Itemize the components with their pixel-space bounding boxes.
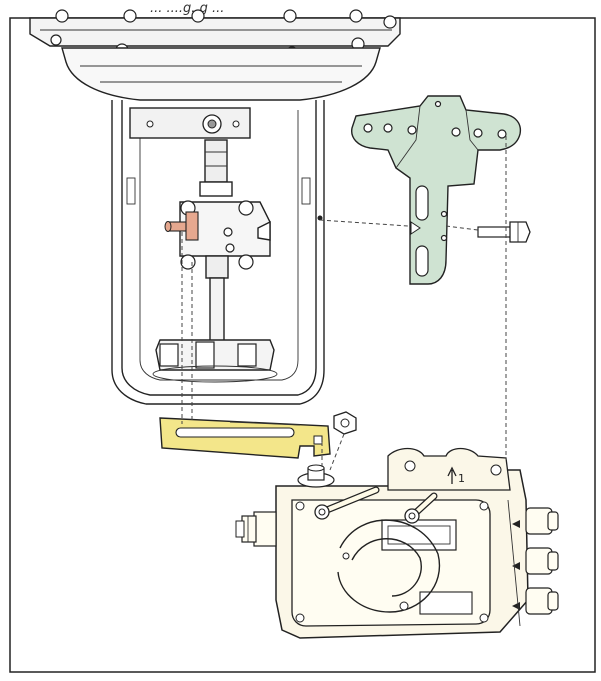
header-caption: ... ....g..g ... — [150, 1, 224, 16]
actuator-diaphragm-icon — [29, 9, 401, 405]
positioner-icon: 1 — [235, 447, 559, 639]
mounting-bracket-icon — [351, 95, 522, 285]
positioner-arrow-label: 1 — [458, 472, 465, 485]
alignment-guides — [181, 136, 507, 471]
feedback-lever-icon — [159, 417, 331, 459]
coupling-pin-icon — [164, 211, 199, 241]
bolt-icon — [477, 221, 531, 243]
nut-icon — [333, 411, 357, 435]
